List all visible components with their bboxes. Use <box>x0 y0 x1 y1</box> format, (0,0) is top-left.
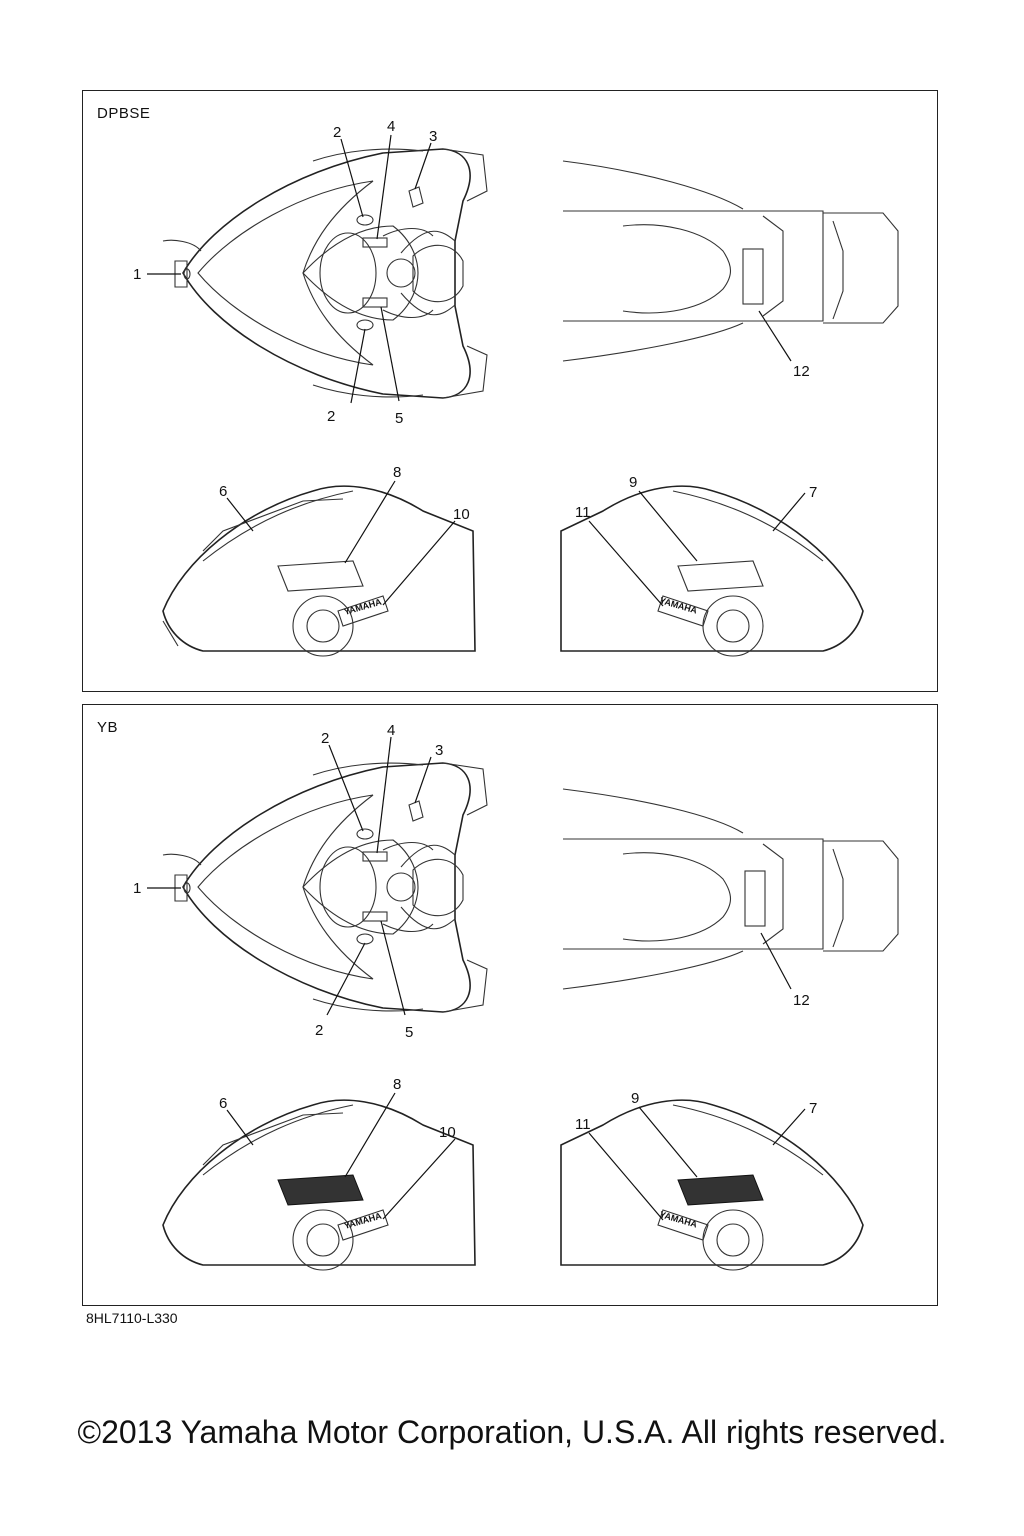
part-code-label: 8HL7110-L330 <box>86 1310 178 1326</box>
svg-text:6: 6 <box>219 483 227 500</box>
svg-text:10: 10 <box>453 506 470 523</box>
svg-text:5: 5 <box>405 1024 413 1041</box>
top-view-illustration <box>162 148 488 399</box>
rear-side-illustration: 12 <box>562 788 899 1009</box>
svg-text:YAMAHA: YAMAHA <box>343 597 383 617</box>
top-view-callouts: 1 2 2 3 4 5 <box>133 118 437 427</box>
right-side-illustration: YAMAHA 9 7 11 <box>560 1090 864 1271</box>
panel-label: YB <box>97 719 119 736</box>
top-view-illustration <box>162 762 488 1013</box>
left-side-illustration: YAMAHA 6 8 10 <box>162 464 476 657</box>
svg-text:11: 11 <box>575 1116 591 1133</box>
snowmobile-decal-drawing: 1 2 2 3 4 5 12 <box>133 722 899 1271</box>
svg-text:12: 12 <box>793 992 810 1009</box>
svg-text:8: 8 <box>393 464 401 481</box>
svg-text:4: 4 <box>387 722 395 739</box>
svg-text:12: 12 <box>793 363 810 380</box>
svg-text:3: 3 <box>429 128 437 145</box>
svg-text:5: 5 <box>395 410 403 427</box>
svg-text:1: 1 <box>133 880 141 897</box>
svg-text:2: 2 <box>321 730 329 747</box>
svg-text:11: 11 <box>575 504 591 521</box>
svg-text:2: 2 <box>315 1022 323 1039</box>
svg-text:6: 6 <box>219 1095 227 1112</box>
left-side-illustration: YAMAHA 6 8 10 <box>162 1076 476 1271</box>
diagram-panel-yb: YB 1 2 2 3 <box>82 704 938 1306</box>
svg-text:9: 9 <box>629 474 637 491</box>
rear-side-illustration: 12 <box>562 160 899 380</box>
right-side-illustration: YAMAHA 9 7 11 <box>560 474 864 657</box>
svg-text:8: 8 <box>393 1076 401 1093</box>
svg-text:2: 2 <box>327 408 335 425</box>
svg-text:10: 10 <box>439 1124 456 1141</box>
panel-label: DPBSE <box>97 105 151 122</box>
diagram-panel-dpbse: DPBSE 1 2 2 <box>82 90 938 692</box>
snowmobile-decal-drawing: 1 2 2 3 4 5 12 <box>133 118 899 657</box>
svg-text:4: 4 <box>387 118 395 135</box>
svg-text:3: 3 <box>435 742 443 759</box>
svg-text:9: 9 <box>631 1090 639 1107</box>
top-view-callouts: 1 2 2 3 4 5 <box>133 722 443 1041</box>
svg-text:7: 7 <box>809 484 817 501</box>
svg-text:YAMAHA: YAMAHA <box>343 1211 383 1231</box>
svg-text:1: 1 <box>133 266 141 283</box>
copyright-notice: ©2013 Yamaha Motor Corporation, U.S.A. A… <box>77 1414 947 1450</box>
svg-text:2: 2 <box>333 124 341 141</box>
svg-text:7: 7 <box>809 1100 817 1117</box>
